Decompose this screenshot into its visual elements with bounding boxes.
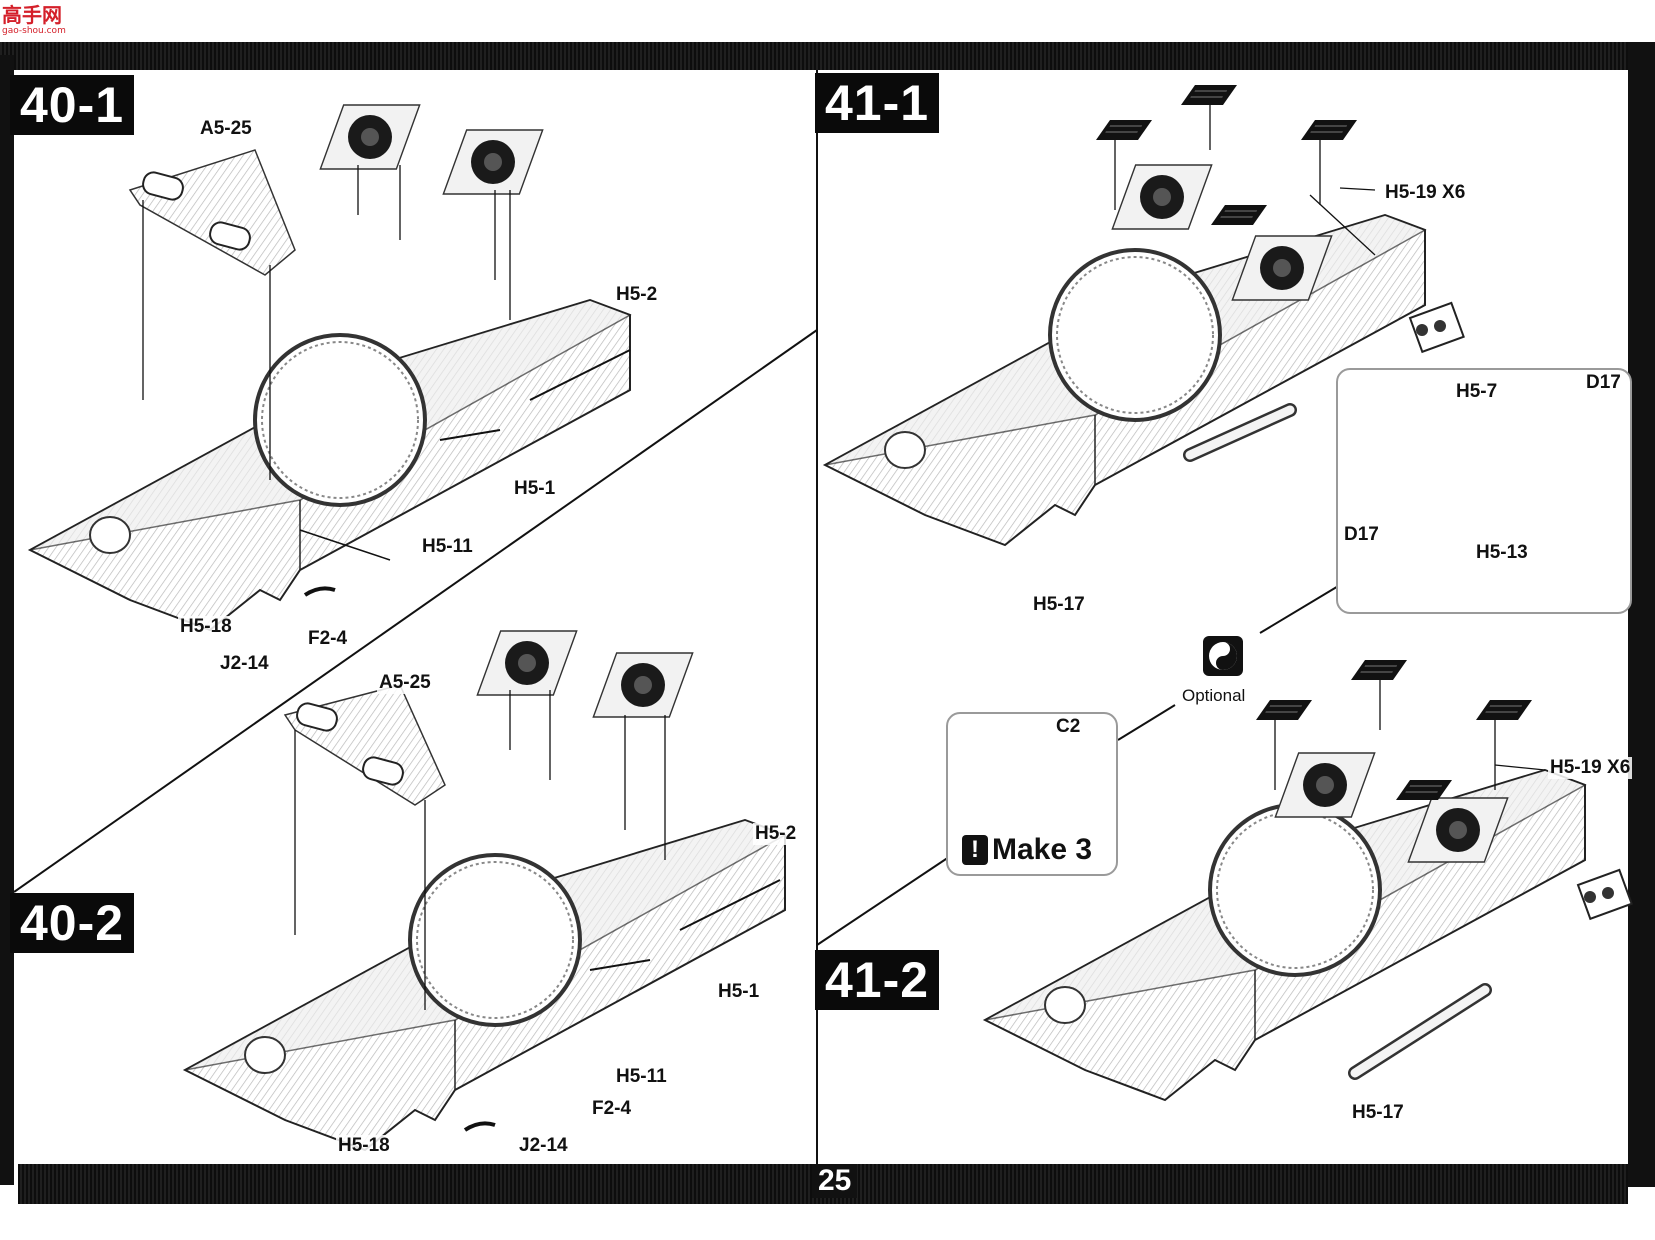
- watermark-text: 高手网: [2, 3, 62, 27]
- part-label: H5-13: [1474, 542, 1530, 564]
- optional-label: Optional: [1182, 686, 1246, 705]
- part-label: D17: [1584, 372, 1623, 394]
- part-label: J2-14: [218, 653, 271, 675]
- part-label: H5-18: [336, 1135, 392, 1157]
- part-label: F2-4: [590, 1098, 634, 1120]
- part-label: A5-25: [377, 672, 433, 694]
- part-label: H5-7: [1454, 381, 1500, 403]
- make-text: Make 3: [992, 833, 1093, 866]
- page-number: 25: [812, 1164, 858, 1198]
- step-41-1: 41-1: [815, 73, 940, 133]
- inset-box-shaft: [1336, 368, 1632, 614]
- step-40-2: 40-2: [10, 893, 135, 953]
- part-label: H5-19 X6: [1548, 757, 1633, 779]
- part-label: H5-1: [512, 478, 558, 500]
- watermark-logo: 高手网 gao-shou.com: [2, 4, 66, 36]
- step-40-1: 40-1: [10, 75, 135, 135]
- part-label: D17: [1342, 524, 1381, 546]
- step-41-2: 41-2: [815, 950, 940, 1010]
- part-label: H5-11: [420, 536, 475, 558]
- watermark-subtext: gao-shou.com: [2, 26, 66, 36]
- part-label: H5-17: [1350, 1102, 1406, 1124]
- part-label: H5-11: [614, 1066, 669, 1088]
- part-label: F2-4: [306, 628, 350, 650]
- part-label: H5-19 X6: [1383, 182, 1468, 204]
- part-label: H5-17: [1031, 594, 1087, 616]
- exclamation-icon: !: [962, 835, 988, 865]
- part-label: A5-25: [198, 118, 254, 140]
- part-label: H5-1: [716, 981, 762, 1003]
- part-label: H5-18: [178, 616, 234, 638]
- inset-box-make: [946, 712, 1118, 876]
- yin-yang-icon: [1203, 636, 1243, 676]
- make-3-label: ! Make 3: [962, 833, 1092, 867]
- part-label: J2-14: [517, 1135, 570, 1157]
- part-label-c2: C2: [1054, 716, 1083, 738]
- part-label: H5-2: [753, 823, 799, 845]
- part-label: H5-2: [614, 284, 660, 306]
